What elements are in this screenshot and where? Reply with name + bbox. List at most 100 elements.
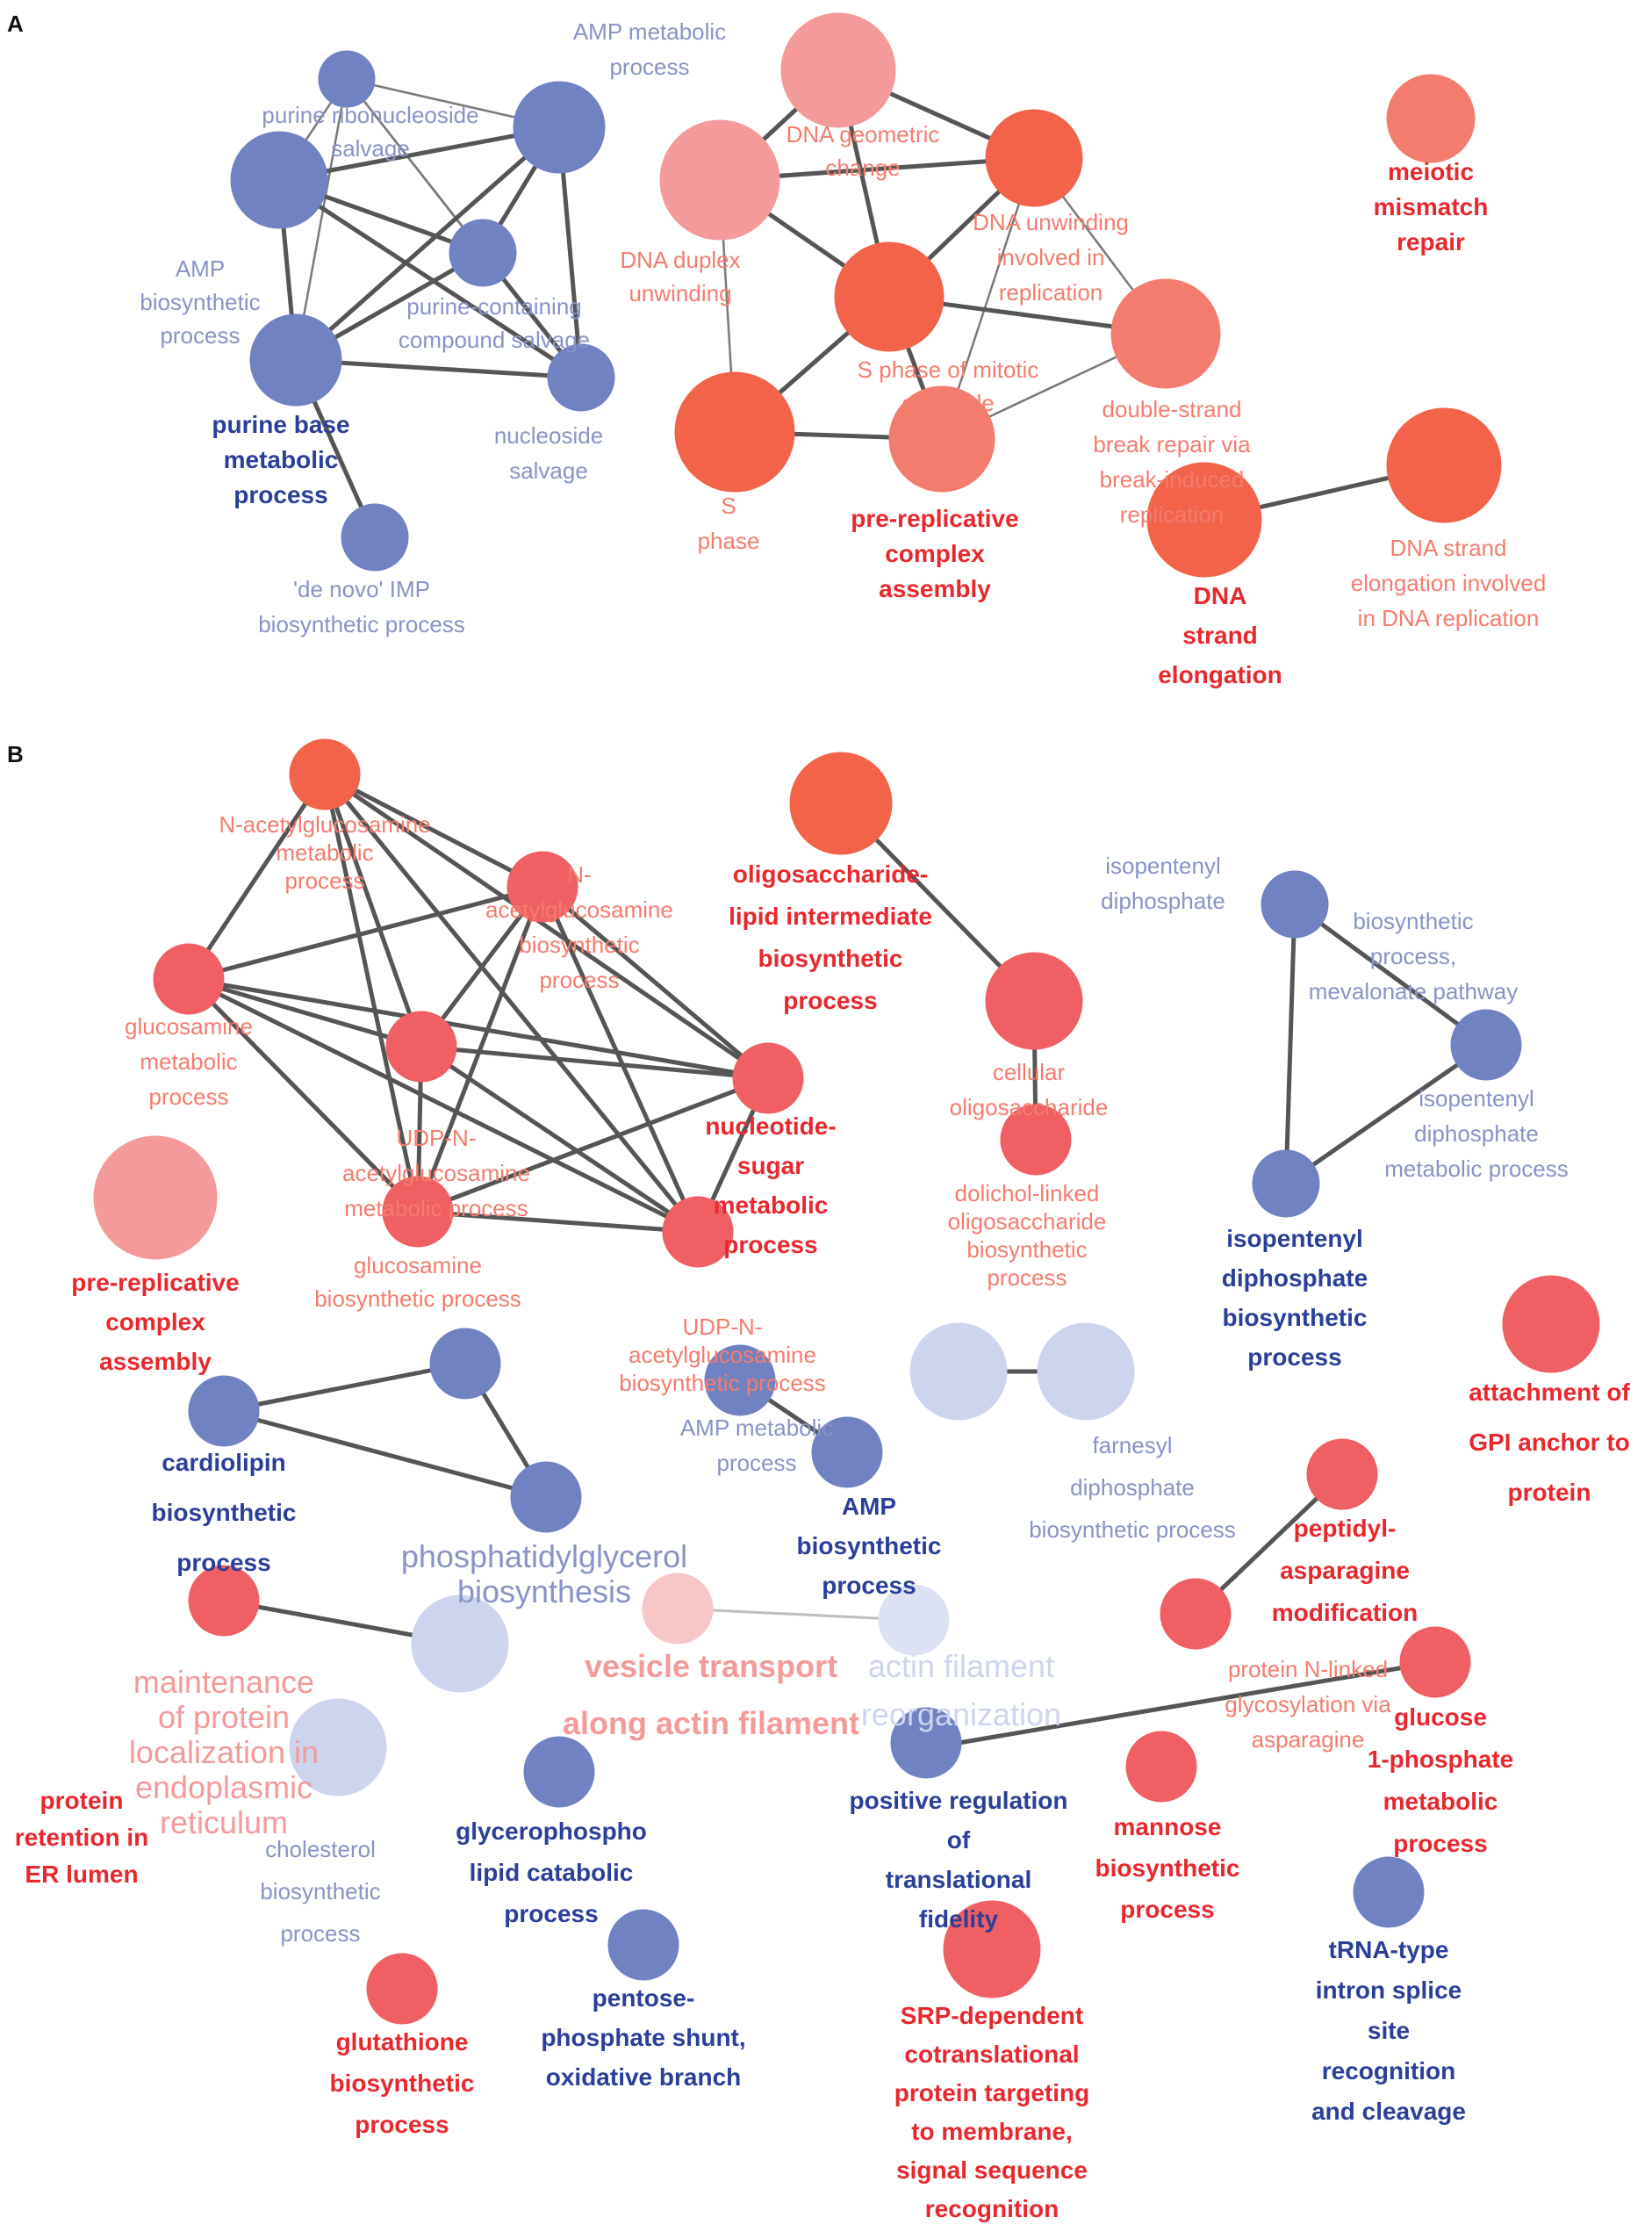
label-line: purine base (212, 411, 349, 438)
label-line: maintenance (133, 1664, 314, 1700)
node-b9[interactable] (985, 952, 1083, 1050)
node-b21[interactable] (909, 1322, 1008, 1421)
label-line: to membrane, (911, 2118, 1073, 2145)
node-a1[interactable] (318, 50, 376, 108)
node-b25[interactable] (188, 1565, 260, 1637)
label-line: N-acetylglucosamine (219, 811, 430, 838)
label-line: farnesyl (1092, 1432, 1172, 1458)
node-b2[interactable] (506, 851, 578, 923)
label-line: peptidyl- (1294, 1515, 1397, 1542)
panel-letter-b: B (7, 741, 24, 767)
edge-b1-b2 (322, 772, 545, 889)
node-b14[interactable] (93, 1135, 218, 1260)
label-line: biosynthetic process (619, 1370, 826, 1396)
node-b33[interactable] (1399, 1626, 1471, 1698)
node-b38[interactable] (943, 1900, 1041, 1998)
node-b24[interactable] (1160, 1578, 1232, 1650)
label-line: diphosphate (1414, 1120, 1539, 1147)
node-b17[interactable] (429, 1328, 501, 1400)
node-a5[interactable] (449, 219, 517, 287)
node-a15[interactable] (1146, 462, 1262, 578)
node-b12[interactable] (1450, 1009, 1522, 1081)
label-line: process (783, 987, 877, 1014)
node-a16[interactable] (1386, 407, 1502, 523)
node-b27[interactable] (878, 1584, 950, 1656)
label-line: asparagine (1280, 1557, 1410, 1584)
label-line: process (723, 1231, 817, 1258)
node-a3[interactable] (249, 313, 342, 407)
node-a14[interactable] (888, 385, 995, 493)
edge-b1-b7 (322, 772, 700, 1235)
node-b30[interactable] (523, 1736, 595, 1808)
node-a11[interactable] (834, 241, 945, 352)
label-line: N- (567, 861, 591, 888)
node-a12[interactable] (1110, 278, 1221, 389)
node-b11[interactable] (1261, 870, 1329, 939)
node-b26[interactable] (642, 1573, 714, 1645)
label-line: break repair via (1093, 431, 1251, 457)
node-b3[interactable] (153, 943, 225, 1015)
node-b7[interactable] (662, 1196, 734, 1268)
node-a4[interactable] (513, 81, 606, 174)
label-line: cholesterol (265, 1836, 376, 1862)
node-b35[interactable] (1125, 1731, 1197, 1803)
node-b36[interactable] (366, 1953, 438, 2025)
label-line: process (539, 967, 619, 993)
node-b32[interactable] (607, 1909, 679, 1981)
label-line: process (1120, 1896, 1214, 1923)
node-a2[interactable] (230, 131, 328, 229)
node-b18[interactable] (510, 1461, 582, 1533)
edge-a2-a6 (277, 177, 584, 380)
node-a17[interactable] (1386, 74, 1476, 163)
edge-b1-b3 (186, 772, 327, 982)
node-a6[interactable] (547, 343, 615, 412)
label-line: metabolic process (1384, 1155, 1569, 1182)
node-b10[interactable] (1000, 1104, 1072, 1176)
node-b23[interactable] (1306, 1438, 1378, 1510)
node-b5[interactable] (732, 1042, 804, 1114)
label-line: of protein (158, 1699, 290, 1735)
label-line: process, (1370, 943, 1456, 969)
label-line: glucosamine (354, 1252, 482, 1278)
node-b28[interactable] (411, 1595, 509, 1693)
label-line: acetylglucosamine (342, 1160, 530, 1186)
label-line: phase (698, 528, 760, 554)
node-a8[interactable] (780, 12, 896, 128)
label-line: break-induced (1100, 466, 1245, 493)
node-b8[interactable] (789, 752, 893, 855)
label-line: in DNA replication (1358, 605, 1540, 631)
node-b16[interactable] (188, 1375, 260, 1447)
node-b31[interactable] (890, 1707, 962, 1779)
label-line: complex (885, 540, 985, 567)
label-line: meiotic (1388, 158, 1474, 185)
label-line: double-strand (1103, 396, 1242, 422)
node-b29[interactable] (289, 1698, 387, 1796)
node-b19[interactable] (704, 1344, 776, 1416)
node-b4[interactable] (385, 1011, 457, 1083)
node-b6[interactable] (382, 1176, 454, 1248)
label-line: glycerophospho (456, 1818, 647, 1845)
node-a10[interactable] (985, 109, 1083, 207)
node-b37[interactable] (1353, 1856, 1425, 1928)
edge-b5-b6 (415, 1076, 771, 1214)
node-b13[interactable] (1252, 1149, 1320, 1218)
node-b1[interactable] (289, 738, 361, 810)
node-b15[interactable] (1502, 1275, 1600, 1373)
label-line: metabolic (1383, 1788, 1498, 1815)
node-b20[interactable] (811, 1416, 883, 1488)
node-a7[interactable] (341, 503, 409, 572)
node-a13[interactable] (674, 371, 795, 493)
node-a9[interactable] (659, 119, 780, 241)
edge-b12-b13 (1283, 1042, 1489, 1186)
node-b22[interactable] (1037, 1322, 1135, 1421)
label-line: acetylglucosamine (485, 896, 673, 923)
